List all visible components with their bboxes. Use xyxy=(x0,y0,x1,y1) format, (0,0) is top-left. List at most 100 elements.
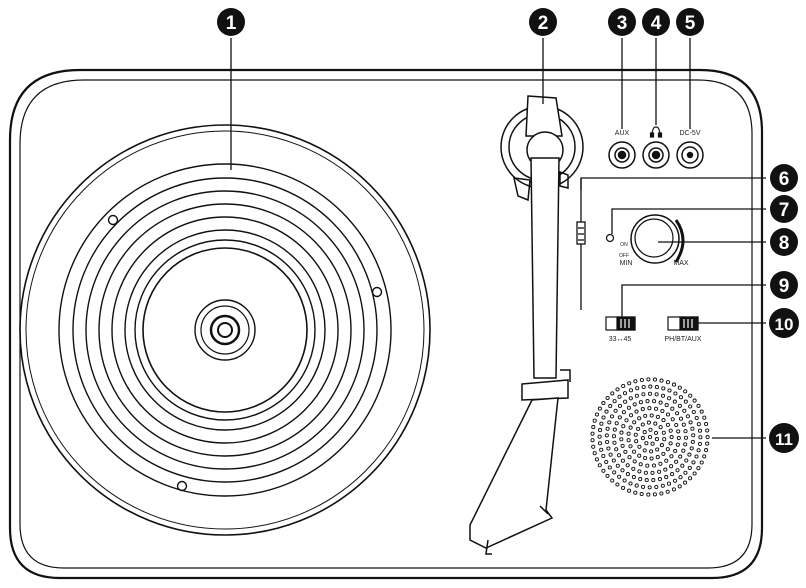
speaker-hole xyxy=(605,395,610,401)
speaker-hole xyxy=(704,421,709,427)
speaker-hole xyxy=(641,484,646,489)
leader-7 xyxy=(611,208,766,234)
speaker-hole xyxy=(678,475,683,480)
speaker-hole xyxy=(677,385,682,390)
speaker-hole xyxy=(601,453,606,459)
speaker-hole xyxy=(650,441,655,446)
volume-knob-outer xyxy=(630,214,680,264)
speaker-hole xyxy=(594,412,600,417)
speaker-hole xyxy=(620,458,625,463)
speaker-hole xyxy=(665,447,670,452)
speaker-hole xyxy=(676,435,681,441)
speaker-hole xyxy=(617,403,623,408)
speaker-hole xyxy=(704,448,709,453)
platter-ring xyxy=(72,177,378,483)
speaker-hole xyxy=(692,471,697,476)
speaker-hole xyxy=(617,394,622,399)
speaker-hole xyxy=(627,455,632,460)
speaker-hole xyxy=(655,455,660,460)
speaker-hole xyxy=(626,405,631,410)
speaker-hole xyxy=(607,465,612,470)
speaker-hole xyxy=(668,441,673,446)
speaker-hole xyxy=(628,413,634,418)
speaker-hole xyxy=(639,377,644,383)
volume-knob xyxy=(630,214,685,264)
speaker-hole xyxy=(654,484,659,490)
callout-number: 11 xyxy=(775,430,793,449)
speaker-hole xyxy=(658,425,663,430)
speaker-hole xyxy=(605,426,610,431)
speaker-hole xyxy=(597,406,602,411)
speaker-hole xyxy=(637,416,642,421)
speaker-hole xyxy=(622,478,627,483)
speaker-hole xyxy=(666,481,672,486)
headshell xyxy=(469,397,559,549)
callout-badge xyxy=(608,8,636,36)
speaker-hole xyxy=(671,487,676,492)
speaker-hole xyxy=(612,427,617,432)
speaker-hole xyxy=(617,415,622,420)
speaker-hole xyxy=(675,411,680,416)
speaker-hole xyxy=(650,470,655,475)
speaker-hole xyxy=(631,466,636,471)
spindle-ring-inner xyxy=(200,305,250,355)
speaker-hole xyxy=(644,441,649,446)
speaker-hole xyxy=(604,433,609,438)
speaker-hole xyxy=(632,402,637,407)
speaker-hole xyxy=(699,409,704,414)
speaker-hole xyxy=(621,410,626,415)
mode-switch xyxy=(667,316,699,331)
speaker-hole xyxy=(673,391,678,396)
speaker-hole xyxy=(670,406,675,411)
speaker-hole xyxy=(634,393,639,398)
speaker-hole xyxy=(592,418,597,423)
speaker-hole xyxy=(665,412,671,417)
speaker-hole xyxy=(638,462,643,467)
callout-5: 5 xyxy=(676,8,704,36)
speaker-hole xyxy=(683,429,688,434)
callout-number: 8 xyxy=(779,233,790,254)
jack-dc xyxy=(676,141,704,169)
speaker-hole xyxy=(688,404,693,409)
jack-aux-label: AUX xyxy=(615,130,630,137)
speaker-hole xyxy=(691,433,696,438)
speaker-hole xyxy=(646,420,651,425)
speaker-hole xyxy=(631,475,636,480)
speaker-hole xyxy=(653,406,659,411)
speaker-hole xyxy=(623,399,628,404)
speaker-hole xyxy=(615,387,620,392)
speaker-hole xyxy=(590,431,595,436)
speaker-hole xyxy=(683,399,688,404)
speaker-hole xyxy=(634,483,639,488)
callout-number: 7 xyxy=(779,200,790,221)
speaker-hole xyxy=(634,439,639,444)
speaker-hole xyxy=(670,417,675,422)
speaker-hole xyxy=(694,415,699,421)
speaker-hole xyxy=(628,481,633,486)
speaker-hole xyxy=(678,416,684,421)
speaker-hole xyxy=(691,460,696,465)
counterweight xyxy=(525,95,563,137)
speaker-hole xyxy=(688,393,693,398)
speaker-hole xyxy=(643,455,648,461)
speaker-hole xyxy=(601,401,606,406)
callout-number: 3 xyxy=(617,13,628,34)
speaker-hole xyxy=(705,435,710,440)
speaker-hole xyxy=(646,492,651,497)
callout-badge xyxy=(769,423,799,453)
leader-6 xyxy=(580,177,766,190)
jack-dc-label: DC-5V xyxy=(679,130,700,137)
speaker-hole xyxy=(654,392,659,397)
callout-badge xyxy=(770,228,798,256)
speaker-hole xyxy=(644,478,649,483)
speaker-hole xyxy=(664,475,669,480)
speaker-hole xyxy=(633,379,638,384)
speaker-hole xyxy=(673,448,678,453)
speaker-hole xyxy=(669,435,674,440)
speaker-hole xyxy=(620,468,625,473)
speaker-hole xyxy=(628,444,633,449)
speaker-hole xyxy=(690,439,695,444)
speaker-hole xyxy=(611,458,616,463)
headphone-icon xyxy=(649,126,663,138)
speaker-hole xyxy=(658,400,663,405)
